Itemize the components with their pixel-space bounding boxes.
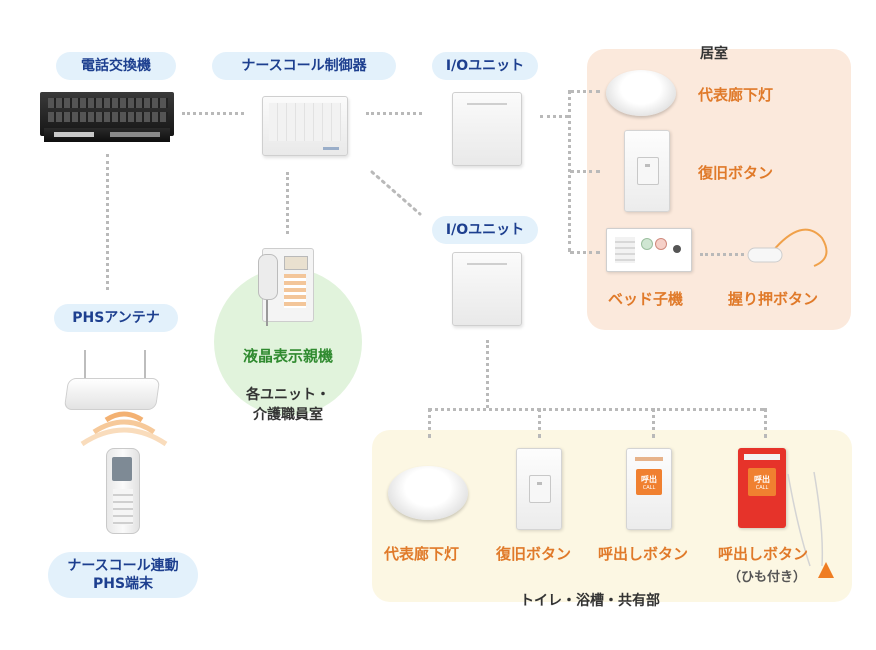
phs-antenna-device [63, 350, 166, 416]
line-pbx-antenna [106, 154, 109, 290]
toilet-area-title: トイレ・浴槽・共有部 [520, 593, 660, 609]
pbx-label: 電話交換機 [56, 52, 176, 80]
line-room-bed [570, 251, 600, 254]
line-room-trunk [568, 90, 571, 252]
line-controller-lcd [286, 172, 289, 234]
line-toilet-drop-4 [764, 408, 767, 438]
toilet-corridor-light-device [388, 466, 468, 520]
room-reset-button-label: 復旧ボタン [698, 164, 774, 182]
io-unit-middle-label: I/Oユニット [432, 216, 538, 244]
location-label-line1: 各ユニット・ [246, 387, 330, 403]
toilet-call-button-device: 呼出 CALL [626, 448, 672, 530]
toilet-corridor-light-label: 代表廊下灯 [384, 545, 460, 563]
phs-terminal-label: ナースコール連動 PHS端末 [48, 552, 198, 598]
room-grip-button-label: 握り押ボタン [728, 290, 819, 308]
phs-terminal-device [106, 448, 140, 534]
toilet-call-button-cord-device: 呼出 CALL [738, 448, 786, 528]
toilet-reset-button-label: 復旧ボタン [496, 545, 572, 563]
room-reset-button-device [624, 130, 670, 212]
room-corridor-light-label: 代表廊下灯 [698, 86, 774, 104]
line-bed-grip [700, 253, 744, 256]
room-bedside-unit-device [606, 228, 692, 272]
lcd-master-label: 液晶表示親機 [242, 347, 333, 365]
pbx-device [40, 92, 174, 148]
line-toilet-drop-2 [538, 408, 541, 438]
toilet-call-button-label: 呼出しボタン [598, 545, 689, 563]
toilet-reset-button-device [516, 448, 562, 530]
nurse-call-controller-label: ナースコール制御器 [212, 52, 396, 80]
phs-terminal-label-line2: PHS端末 [92, 576, 154, 592]
toilet-cord-button-face-sub: CALL [755, 485, 769, 491]
toilet-call-button-face-text: 呼出 [641, 475, 657, 484]
pull-cord-icon [787, 471, 834, 578]
line-room-light [570, 90, 600, 93]
toilet-cord-note: （ひも付き） [728, 570, 807, 585]
toilet-cord-button-face-text: 呼出 [754, 475, 770, 484]
line-io2-toilet [486, 340, 489, 408]
room-corridor-light-device [606, 70, 676, 116]
line-pbx-controller [182, 112, 244, 115]
toilet-call-button-face-sub: CALL [642, 485, 656, 491]
toilet-call-button-cord-label: 呼出しボタン [718, 545, 809, 563]
line-toilet-drop-1 [428, 408, 431, 438]
line-io-room [540, 115, 568, 118]
phs-terminal-label-line1: ナースコール連動 [67, 558, 179, 574]
phs-antenna-label: PHSアンテナ [54, 304, 178, 332]
line-toilet-drop-3 [652, 408, 655, 438]
lcd-master-device [256, 248, 314, 326]
signal-waves-icon [80, 411, 168, 447]
io-unit-top-label: I/Oユニット [432, 52, 538, 80]
io-unit-middle-device [452, 252, 522, 326]
line-room-reset [570, 170, 600, 173]
room-grip-button-device [747, 228, 828, 267]
line-controller-io [366, 112, 422, 115]
line-controller-io2 [370, 170, 422, 216]
location-label-line2: 介護職員室 [253, 407, 323, 423]
room-title: 居室 [700, 46, 728, 62]
io-unit-top-device [452, 92, 522, 166]
room-bedside-unit-label: ベッド子機 [608, 290, 684, 308]
nurse-call-controller-device [262, 96, 348, 156]
line-toilet-bus [428, 408, 764, 411]
